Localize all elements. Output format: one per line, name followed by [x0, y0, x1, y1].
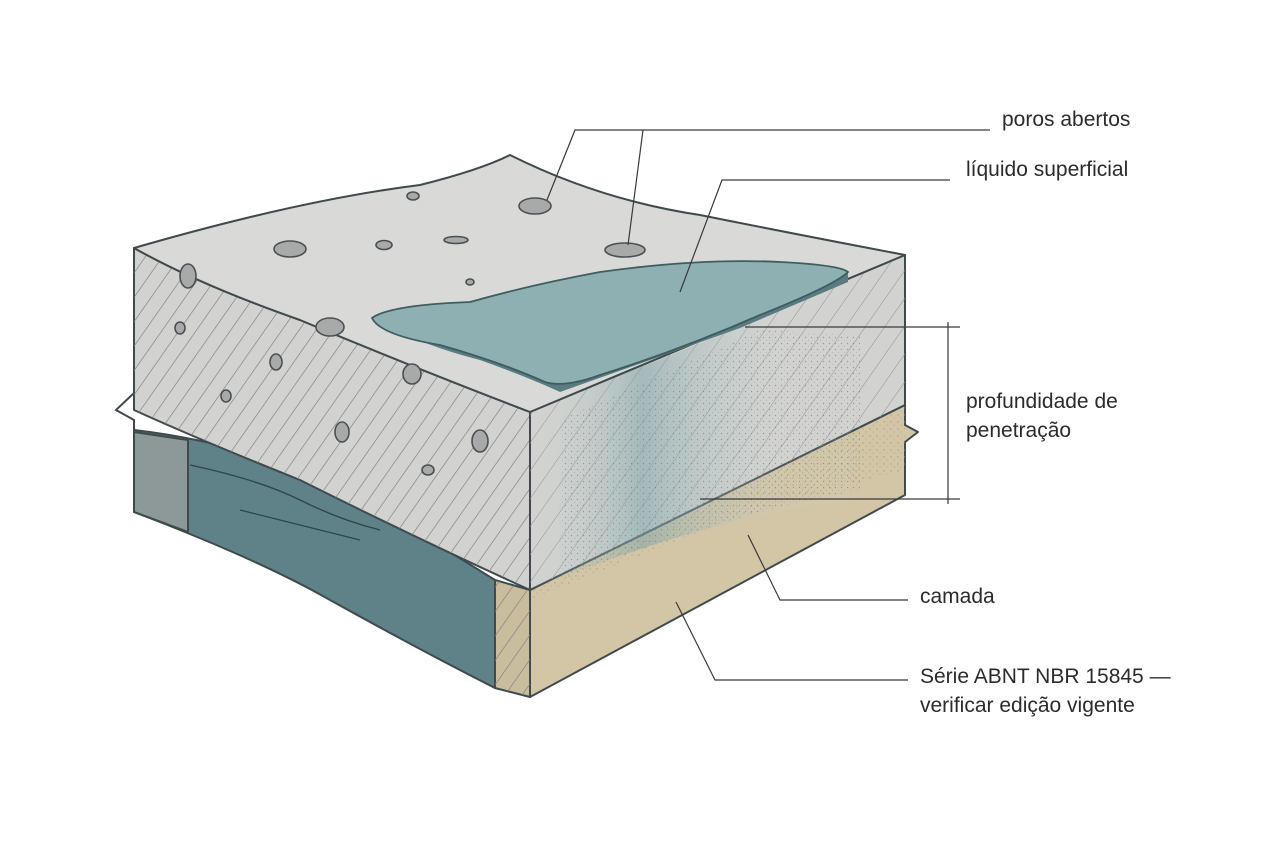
pore: [220, 389, 232, 403]
label-norma-1: Série ABNT NBR 15845 —: [920, 665, 1171, 688]
label-norma-2: verificar edição vigente: [920, 694, 1135, 717]
surface-liquid: [370, 260, 850, 392]
leader-norma: [675, 601, 908, 681]
labels: poros abertos líquido superficial profun…: [920, 108, 1171, 717]
break-line-left: [114, 392, 135, 432]
pore: [421, 464, 435, 476]
pore: [179, 263, 197, 289]
pore: [443, 235, 469, 245]
pore: [315, 317, 345, 337]
leader-lines: [546, 129, 990, 681]
base-layer-front-hatch: [495, 580, 530, 697]
liquid-puddle: [370, 260, 850, 385]
label-poros-abertos: poros abertos: [1002, 108, 1130, 131]
lower-block-left-strip: [133, 431, 189, 533]
pore: [518, 197, 552, 215]
lower-block-wave: [189, 464, 381, 531]
label-profundidade-2: penetração: [966, 419, 1071, 442]
pore: [465, 278, 475, 286]
concrete-top-surface: [133, 154, 906, 413]
label-profundidade-1: profundidade de: [966, 390, 1118, 413]
pore: [375, 239, 393, 251]
leader-liquido: [679, 179, 950, 293]
leader-poros: [546, 129, 990, 201]
concrete-block: [133, 154, 906, 591]
lower-block: [114, 392, 496, 689]
label-camada: camada: [920, 585, 995, 608]
pore: [604, 242, 646, 258]
concrete-front-hatch: [134, 248, 530, 590]
pores: [174, 191, 646, 476]
penetration-dots: [560, 330, 860, 580]
pore: [402, 363, 422, 385]
pore: [406, 191, 420, 201]
pore: [174, 321, 186, 335]
pore: [334, 421, 350, 443]
label-liquido-superficial: líquido superficial: [966, 158, 1128, 181]
pore: [273, 240, 307, 258]
pore: [471, 429, 489, 453]
leader-poros-2: [627, 129, 644, 246]
liquid-thickness: [372, 272, 848, 392]
pore: [269, 353, 283, 371]
lower-block-wave: [239, 509, 361, 541]
leader-camada: [747, 534, 908, 601]
